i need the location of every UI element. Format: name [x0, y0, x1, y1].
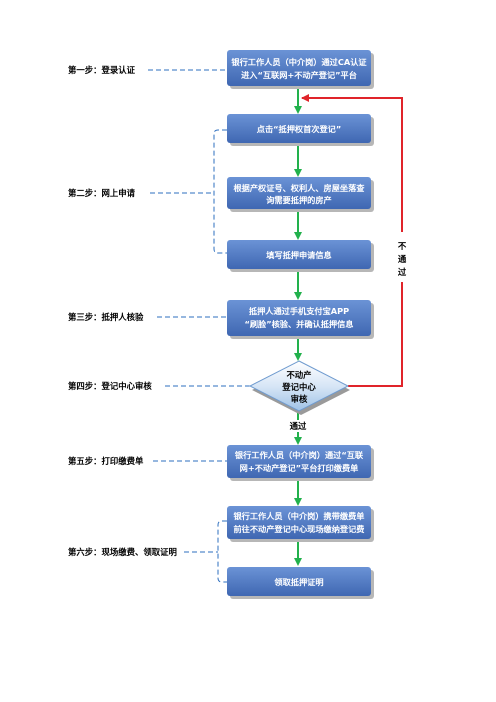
decision-line2: 登记中心 [281, 382, 316, 392]
step5-label: 第五步：打印缴费单 [68, 456, 144, 466]
box-face-verify: 抵押人通过手机支付宝APP “刷脸”核验、并确认抵押信息 [227, 300, 374, 339]
box-login-line1: 银行工作人员（中介岗）通过CA认证 [230, 57, 367, 67]
fail-label-3: 过 [398, 267, 407, 277]
box-mortgage-first-line1: 点击“抵押权首次登记” [257, 124, 341, 134]
box-login: 银行工作人员（中介岗）通过CA认证 进入“互联网+不动产登记”平台 [227, 50, 374, 89]
step2-label: 第二步：网上申请 [68, 188, 136, 198]
box-fill-application: 填写抵押申请信息 [227, 240, 374, 272]
step-connectors [148, 69, 250, 583]
fail-label-2: 通 [398, 254, 407, 264]
step-labels: 第一步：登录认证 第二步：网上申请 第三步：抵押人核验 第四步：登记中心审核 第… [68, 65, 177, 557]
fail-label-1: 不 [398, 241, 407, 251]
box-print-bill: 银行工作人员（中介岗）通过“互联 网+不动产登记”平台打印缴费单 [227, 445, 374, 481]
box-pay-onsite-line1: 银行工作人员（中介岗）携带缴费单 [232, 511, 364, 521]
box-login-line2: 进入“互联网+不动产登记”平台 [241, 70, 357, 80]
box-pay-onsite-line2: 前往不动产登记中心现场缴纳登记费 [233, 524, 364, 534]
decision-line3: 审核 [291, 394, 308, 404]
pass-label: 通过 [290, 421, 307, 431]
box-collect-certificate-line1: 领取抵押证明 [274, 577, 323, 587]
box-mortgage-first: 点击“抵押权首次登记” [227, 114, 374, 146]
box-fill-application-line1: 填写抵押申请信息 [266, 250, 332, 260]
box-collect-certificate: 领取抵押证明 [227, 567, 374, 599]
decision-line1: 不动产 [286, 370, 311, 380]
box-query-property-line2: 询需要抵押的房产 [266, 195, 332, 205]
box-pay-onsite: 银行工作人员（中介岗）携带缴费单 前往不动产登记中心现场缴纳登记费 [227, 506, 374, 542]
box-face-verify-line1: 抵押人通过手机支付宝APP [249, 306, 349, 316]
process-boxes: 银行工作人员（中介岗）通过CA认证 进入“互联网+不动产登记”平台 点击“抵押权… [227, 50, 374, 599]
decision-diamond: 不动产 登记中心 审核 [248, 360, 350, 415]
step6-label: 第六步：现场缴费、领取证明 [68, 547, 177, 557]
box-face-verify-line2: “刷脸”核验、并确认抵押信息 [244, 319, 353, 329]
reject-loop: 不 通 过 [301, 94, 412, 387]
step4-label: 第四步：登记中心审核 [68, 381, 152, 391]
box-query-property-line1: 根据产权证号、权利人、房屋坐落查 [233, 183, 365, 193]
box-print-bill-line1: 银行工作人员（中介岗）通过“互联 [234, 450, 364, 460]
step3-label: 第三步：抵押人核验 [68, 312, 144, 322]
box-query-property: 根据产权证号、权利人、房屋坐落查 询需要抵押的房产 [227, 177, 374, 212]
box-print-bill-line2: 网+不动产登记”平台打印缴费单 [240, 463, 359, 473]
step1-label: 第一步：登录认证 [68, 65, 136, 75]
